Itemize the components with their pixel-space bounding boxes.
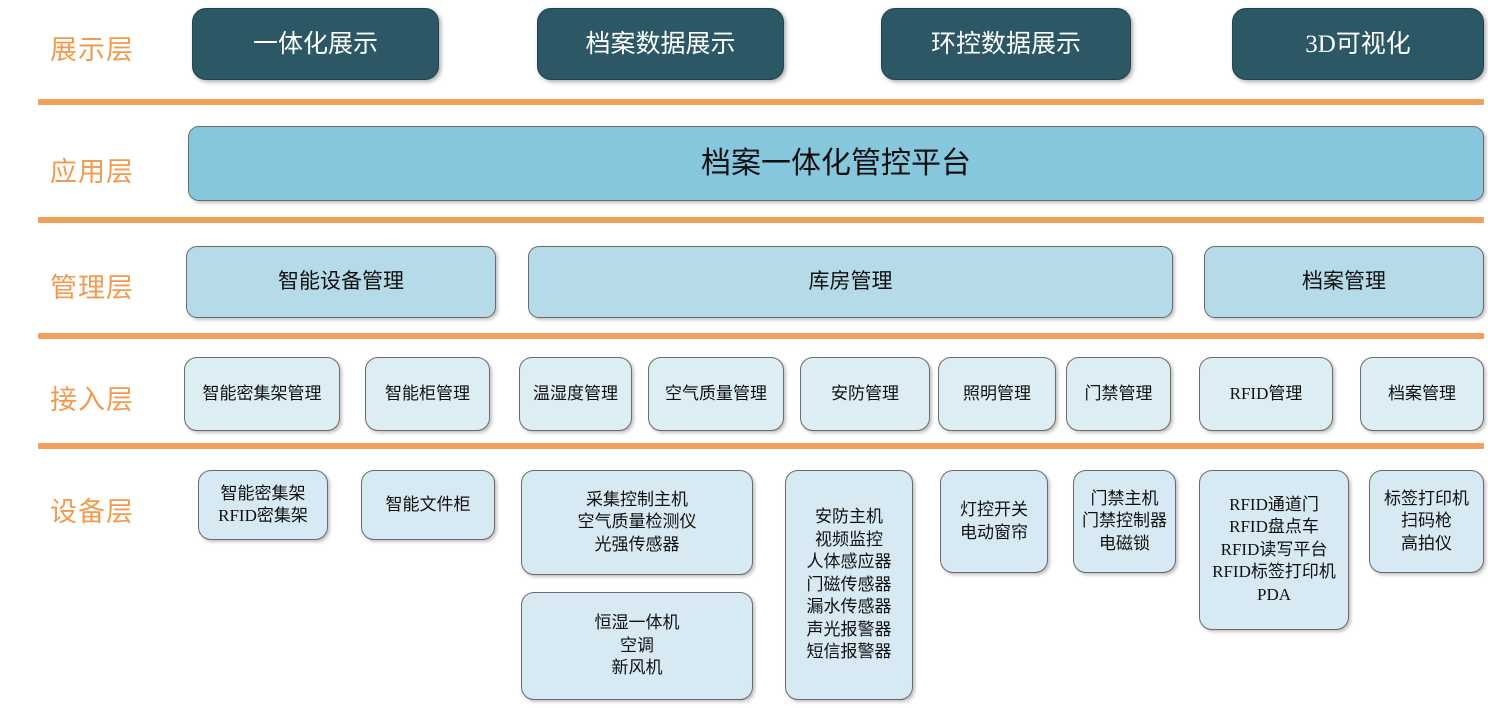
layer-label-display: 展示层	[50, 35, 134, 65]
access-box-lighting[interactable]: 照明管理	[938, 357, 1056, 431]
layer-label-application: 应用层	[50, 157, 134, 187]
access-box-temp-humidity[interactable]: 温湿度管理	[519, 357, 632, 431]
access-box-rfid[interactable]: RFID管理	[1199, 357, 1333, 431]
layer-label-device: 设备层	[50, 497, 134, 527]
device-box-humidity-hvac[interactable]: 恒湿一体机 空调 新风机	[521, 592, 753, 700]
device-box-collection-host[interactable]: 采集控制主机 空气质量检测仪 光强传感器	[521, 470, 753, 575]
access-box-smart-cabinet[interactable]: 智能柜管理	[365, 357, 490, 431]
display-box-3d-visualization[interactable]: 3D可视化	[1232, 8, 1484, 80]
device-box-rfid-equipment[interactable]: RFID通道门 RFID盘点车 RFID读写平台 RFID标签打印机 PDA	[1199, 470, 1349, 630]
access-box-air-quality[interactable]: 空气质量管理	[648, 357, 784, 431]
device-box-dense-rack[interactable]: 智能密集架 RFID密集架	[198, 470, 328, 540]
divider-application-management	[38, 217, 1484, 223]
divider-display-application	[38, 99, 1484, 105]
access-box-door-access[interactable]: 门禁管理	[1066, 357, 1171, 431]
access-box-security[interactable]: 安防管理	[800, 357, 930, 431]
layer-label-access: 接入层	[50, 385, 134, 415]
access-box-archive[interactable]: 档案管理	[1360, 357, 1484, 431]
application-box-platform[interactable]: 档案一体化管控平台	[188, 126, 1484, 201]
device-box-security-equipment[interactable]: 安防主机 视频监控 人体感应器 门磁传感器 漏水传感器 声光报警器 短信报警器	[785, 470, 913, 700]
device-box-door-access-equipment[interactable]: 门禁主机 门禁控制器 电磁锁	[1073, 470, 1176, 573]
management-box-smart-device[interactable]: 智能设备管理	[186, 246, 496, 318]
display-box-integrated[interactable]: 一体化展示	[192, 8, 439, 80]
divider-access-device	[38, 443, 1484, 449]
device-box-smart-file-cabinet[interactable]: 智能文件柜	[361, 470, 495, 540]
access-box-dense-rack[interactable]: 智能密集架管理	[184, 357, 340, 431]
management-box-archive[interactable]: 档案管理	[1204, 246, 1484, 318]
layer-label-management: 管理层	[50, 273, 134, 303]
display-box-archive-data[interactable]: 档案数据展示	[537, 8, 784, 80]
device-box-archive-equipment[interactable]: 标签打印机 扫码枪 高拍仪	[1369, 470, 1484, 573]
management-box-warehouse[interactable]: 库房管理	[528, 246, 1173, 318]
divider-management-access	[38, 333, 1484, 339]
display-box-environment-data[interactable]: 环控数据展示	[881, 8, 1131, 80]
device-box-lighting-equipment[interactable]: 灯控开关 电动窗帘	[940, 470, 1048, 573]
